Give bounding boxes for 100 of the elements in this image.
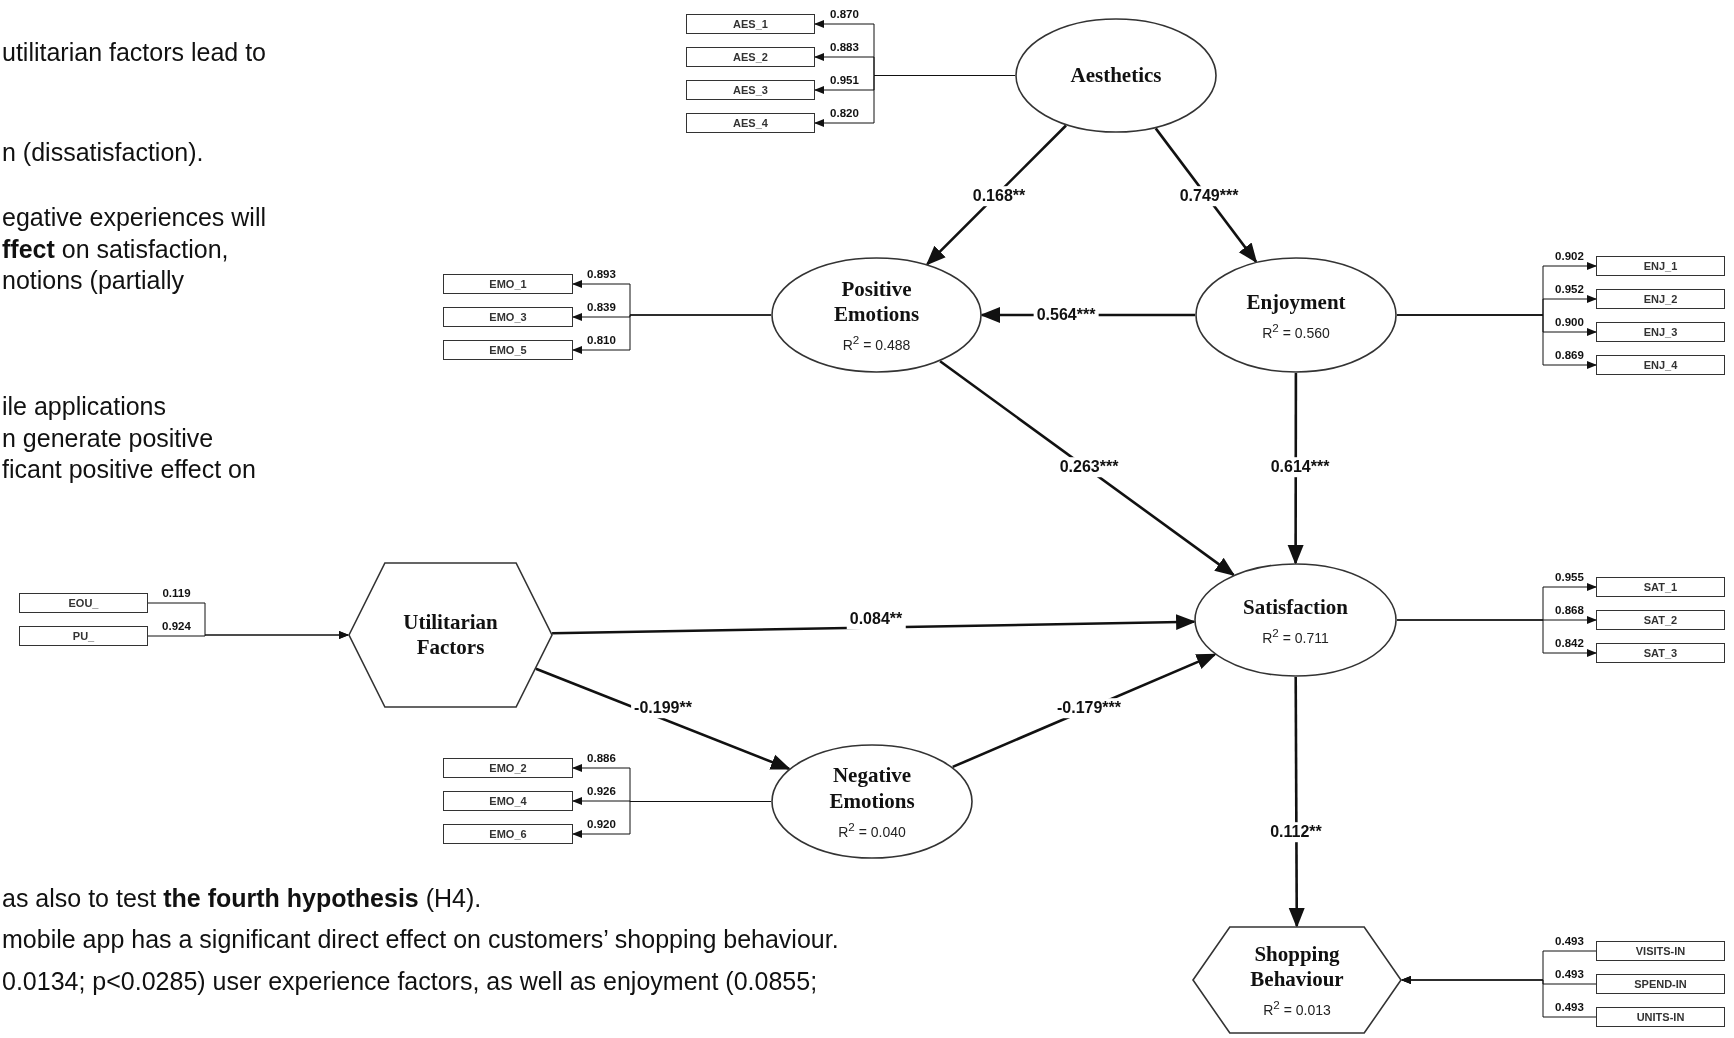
loading-value: 0.893 xyxy=(587,267,616,281)
loading-arrow xyxy=(1396,619,1597,657)
loading-value: 0.924 xyxy=(162,619,191,633)
indicator-name: SAT_2 xyxy=(1643,614,1678,626)
construct-ellipse xyxy=(1015,18,1217,133)
loading-value: 0.955 xyxy=(1555,570,1584,584)
loading-value: 0.926 xyxy=(587,784,616,798)
loading-value: 0.810 xyxy=(587,333,616,347)
construct-ellipse xyxy=(771,257,982,373)
loading-value: 0.952 xyxy=(1555,282,1584,296)
slide-text: ile applications xyxy=(2,392,166,421)
indicator-name: AES_4 xyxy=(733,117,768,129)
loading-arrow xyxy=(572,314,772,354)
loading-value: 0.870 xyxy=(830,7,859,21)
loading-value: 0.951 xyxy=(830,73,859,87)
r-squared-value: R$^{2}$ = 0.711 xyxy=(1262,625,1329,646)
indicator-name: EMO_2 xyxy=(489,762,527,774)
r-squared-value: R$^{2}$ = 0.040 xyxy=(838,819,906,840)
loading-value: 0.839 xyxy=(587,300,616,314)
slide-text: n generate positive xyxy=(2,424,214,453)
indicator-box xyxy=(443,824,573,844)
construct-hexagon xyxy=(348,562,553,708)
loading-value: 0.493 xyxy=(1555,967,1584,981)
r-squared-value: R$^{2}$ = 0.488 xyxy=(842,333,911,353)
loading-arrow xyxy=(814,75,1016,127)
construct-name: Aesthetics xyxy=(1070,62,1162,89)
construct-name: Satisfaction xyxy=(1243,594,1348,620)
loading-arrow xyxy=(1401,976,1597,1018)
indicator-name: ENJ_1 xyxy=(1643,260,1678,272)
path-arrow xyxy=(1288,677,1305,928)
indicator-box xyxy=(1596,941,1725,961)
indicator-name: PU_ xyxy=(72,630,95,642)
indicator-box xyxy=(19,593,148,613)
indicator-box xyxy=(686,80,815,100)
path-coefficient: 0.084** xyxy=(846,609,906,629)
loading-arrow xyxy=(1396,314,1597,369)
path-arrow xyxy=(939,360,1236,577)
indicator-name: VISITS-IN xyxy=(1635,945,1686,957)
indicator-box xyxy=(1596,355,1725,375)
indicator-box xyxy=(1596,577,1725,597)
construct-name: Shopping Behaviour xyxy=(1249,942,1345,993)
indicator-box xyxy=(443,274,573,294)
path-coefficient: 0.112** xyxy=(1267,822,1325,842)
indicator-box xyxy=(1596,322,1725,342)
slide-text: notions (partially xyxy=(2,266,185,295)
loading-value: 0.883 xyxy=(830,40,859,54)
r-squared-value: R$^{2}$ = 0.013 xyxy=(1263,998,1331,1018)
construct-ellipse xyxy=(1195,257,1397,373)
construct-name: Negative Emotions xyxy=(828,763,916,814)
indicator-box xyxy=(1596,1007,1725,1027)
indicator-name: ENJ_2 xyxy=(1643,293,1678,305)
path-coefficient: -0.199** xyxy=(631,698,695,718)
loading-value: 0.493 xyxy=(1555,934,1584,948)
indicator-name: SAT_1 xyxy=(1643,581,1678,593)
loading-value: 0.119 xyxy=(162,586,191,600)
indicator-name: AES_2 xyxy=(733,51,768,63)
loading-value: 0.902 xyxy=(1555,249,1584,263)
construct-name: Enjoyment xyxy=(1246,289,1346,315)
indicator-box xyxy=(1596,643,1725,663)
indicator-box xyxy=(443,340,573,360)
indicator-name: ENJ_4 xyxy=(1643,359,1678,371)
slide-text: egative experiences will xyxy=(2,203,267,232)
loading-arrow xyxy=(147,631,349,639)
slide-text: ffect on satisfaction, xyxy=(2,235,229,264)
indicator-box xyxy=(19,626,148,646)
indicator-name: EOU_ xyxy=(68,597,99,609)
indicator-name: EMO_6 xyxy=(489,828,527,840)
loading-value: 0.869 xyxy=(1555,348,1584,362)
construct-name: Utilitarian Factors xyxy=(402,609,499,661)
slide-text: n (dissatisfaction). xyxy=(2,138,204,167)
path-arrow xyxy=(925,124,1067,266)
loading-value: 0.820 xyxy=(830,106,859,120)
indicator-box xyxy=(1596,610,1725,630)
indicator-box xyxy=(443,758,573,778)
indicator-name: AES_1 xyxy=(733,18,768,30)
slide-text: as also to test the fourth hypothesis (H4). xyxy=(2,884,482,913)
indicator-box xyxy=(686,14,815,34)
loading-value: 0.920 xyxy=(587,817,616,831)
loading-arrow xyxy=(572,801,772,838)
construct-ellipse xyxy=(1194,563,1397,677)
indicator-box xyxy=(1596,256,1725,276)
slide-text: utilitarian factors lead to xyxy=(2,38,267,67)
indicator-name: EMO_5 xyxy=(489,344,527,356)
construct-name: Positive Emotions xyxy=(832,277,921,328)
path-arrow xyxy=(1287,373,1304,565)
path-arrow xyxy=(535,667,791,770)
path-coefficient: -0.179*** xyxy=(1054,698,1124,718)
loading-value: 0.900 xyxy=(1555,315,1584,329)
loading-value: 0.842 xyxy=(1555,636,1584,650)
indicator-box xyxy=(686,47,815,67)
loading-value: 0.493 xyxy=(1555,1000,1584,1014)
indicator-box xyxy=(443,791,573,811)
indicator-box xyxy=(1596,974,1725,994)
indicator-name: SPEND-IN xyxy=(1634,978,1687,990)
slide-text: mobile app has a significant direct effect on customers’ shopping behaviour. xyxy=(2,925,839,954)
indicator-name: EMO_3 xyxy=(489,311,527,323)
indicator-box xyxy=(686,113,815,133)
construct-hexagon xyxy=(1192,926,1402,1034)
r-squared-value: R$^{2}$ = 0.560 xyxy=(1262,320,1330,341)
indicator-name: ENJ_3 xyxy=(1643,326,1678,338)
